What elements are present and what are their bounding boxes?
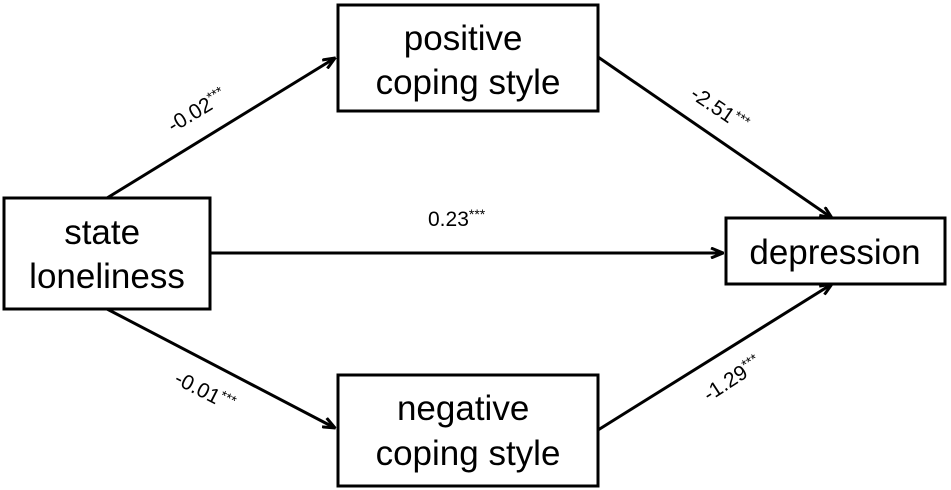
node-label: positive coping style [376,19,561,102]
path-coefficient-c: 0.23*** [428,206,486,231]
significance-stars: *** [738,350,761,373]
coefficient-value: -0.01 [171,367,224,409]
node-positive-coping-style: positive coping style [336,3,600,113]
node-label-line: coping style [376,434,561,473]
node-label-line: state [64,213,140,252]
significance-stars: *** [469,206,486,222]
arrow-loneliness-to-positive-coping [106,58,335,200]
node-label: state loneliness [29,213,185,296]
path-coefficient-b2: -1.29*** [698,350,766,406]
path-coefficient-b1: -2.51*** [686,80,754,137]
arrow-loneliness-to-negative-coping [106,307,335,428]
node-label-line: negative [397,389,529,428]
coefficient-value: -2.51 [686,82,739,128]
node-label-line: positive [404,19,523,58]
node-label: depression [749,233,920,272]
node-depression: depression [724,216,947,286]
node-label-line: coping style [376,63,561,102]
arrow-positive-coping-to-depression [597,55,832,218]
arrows [106,55,832,432]
significance-stars: *** [204,82,227,104]
significance-stars: *** [217,387,239,409]
node-label: negative coping style [376,389,561,473]
node-box [724,216,947,286]
arrow-negative-coping-to-depression [597,284,832,432]
node-box [336,3,600,113]
node-state-loneliness: state loneliness [2,196,212,311]
node-box [336,373,600,488]
node-label-line: loneliness [29,257,185,296]
coefficient-value: 0.23 [428,208,469,231]
node-label-line: depression [749,233,920,272]
node-box [2,196,212,311]
node-negative-coping-style: negative coping style [336,373,600,488]
